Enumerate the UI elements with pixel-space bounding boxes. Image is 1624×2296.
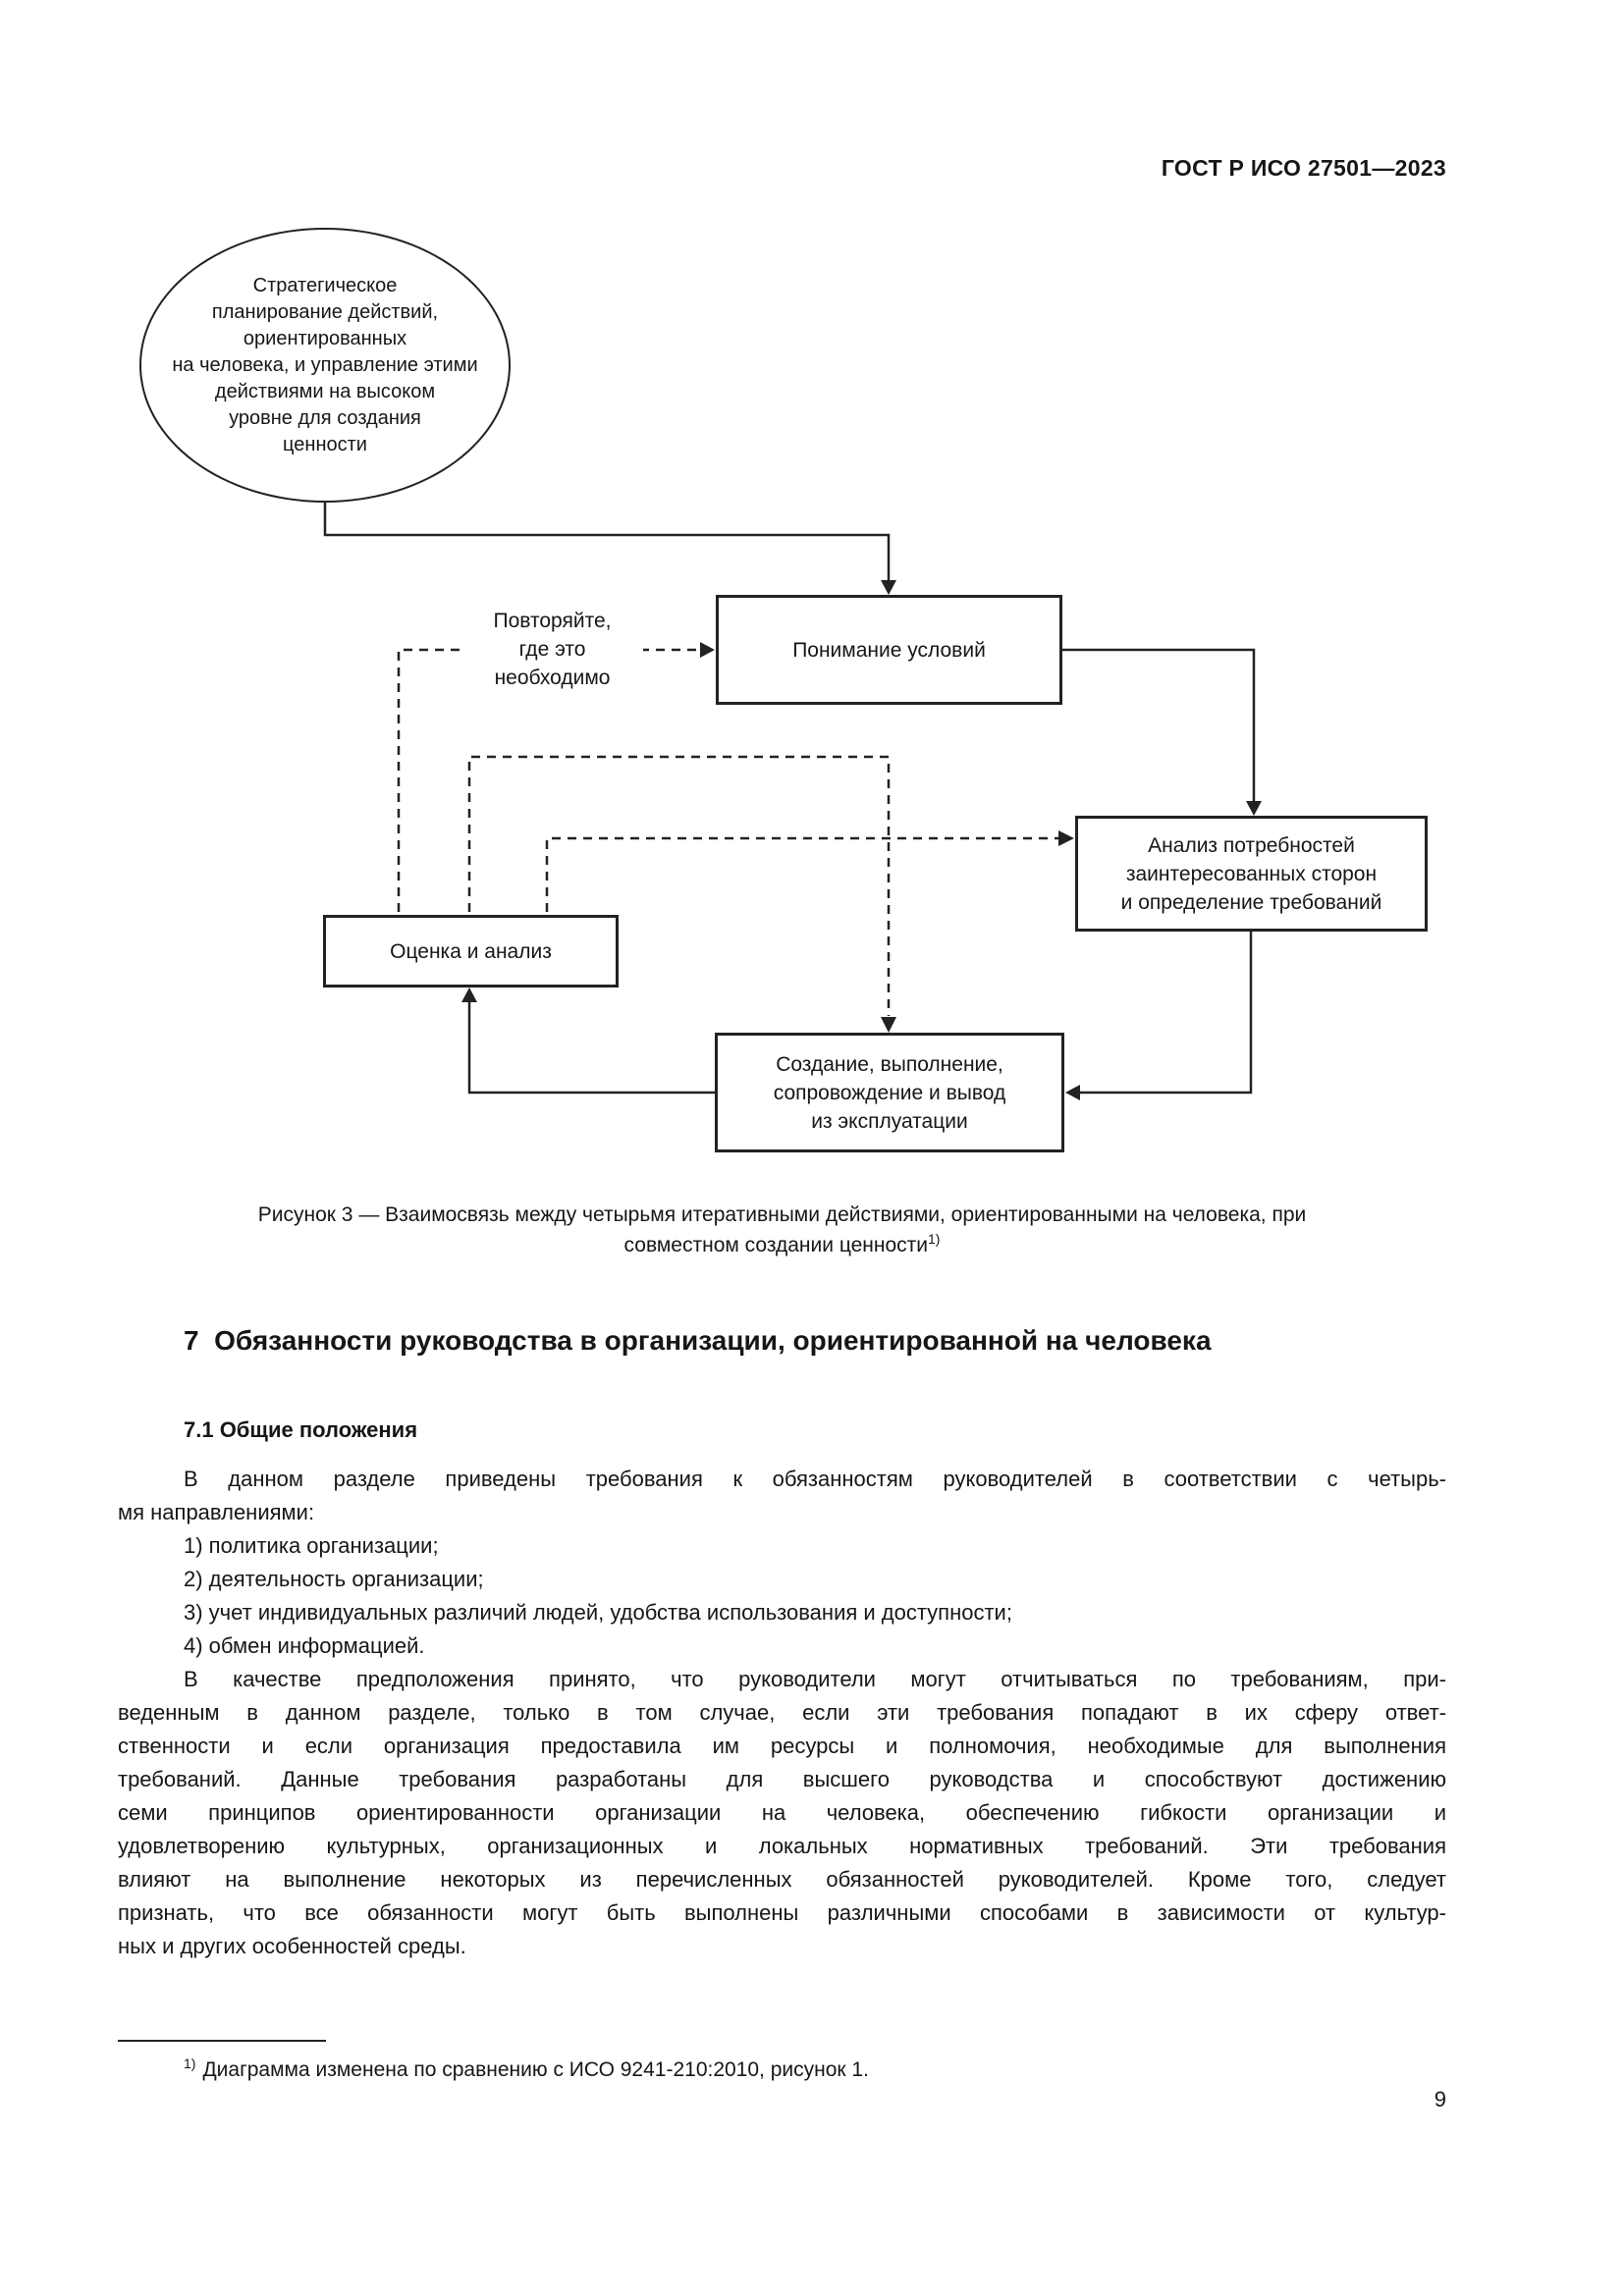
flow-lines-solid [323,503,1256,1095]
iterate-lines-dashed [397,648,1058,1016]
para2-line: ных и других особенностей среды. [118,1934,466,1958]
para2-line: удовлетворению культурных, организационн… [118,1834,1446,1858]
diagram-connectors [323,503,1262,1100]
subsection-heading: 7.1 Общие положения [184,1417,418,1442]
footnote-marker: 1) [184,2056,196,2071]
para2-line: ственности и если организация предостави… [118,1734,1446,1758]
para2-line: семи принципов ориентированности организ… [118,1800,1446,1825]
list-item: 3) учет индивидуальных различий людей, у… [184,1600,1012,1625]
para1-line: мя направлениями: [118,1500,315,1524]
figure-caption-line2-text: совместном создании ценности [623,1234,929,1256]
footnote-text: Диаграмма изменена по сравнению с ИСО 92… [202,2058,869,2081]
para2-line: признать, что все обязанности могут быть… [118,1900,1446,1925]
para2-line: требований. Данные требования разработан… [118,1767,1446,1791]
doc-number-header: ГОСТ Р ИСО 27501—2023 [1161,155,1446,181]
figure-caption-line2: совместном создании ценности1) [118,1230,1446,1260]
iterate-where-needed-label: Повторяйте, где это необходимо [461,607,643,692]
list-item: 1) политика организации; [184,1533,439,1558]
iterate-arrowheads [700,642,1074,1033]
box-evaluation-analysis: Оценка и анализ [323,915,619,988]
page-number: 9 [1434,2087,1446,2111]
section-heading: 7 Обязанности руководства в организации,… [184,1325,1212,1356]
flow-arrowheads-solid [461,580,1262,1100]
figure-caption: Рисунок 3 — Взаимосвязь между четырьмя и… [118,1200,1446,1260]
para2-line: В качестве предположения принято, что ру… [184,1667,1446,1691]
list-item: 2) деятельность организации; [184,1567,484,1591]
box-understanding-conditions: Понимание условий [716,595,1062,705]
para2-line: веденным в данном разделе, только в том … [118,1700,1446,1725]
box-creation-maintenance: Создание, выполнение, сопровождение и вы… [715,1033,1064,1152]
footnote: 1) Диаграмма изменена по сравнению с ИСО … [118,2056,1446,2085]
body-text: В данном разделе приведены требования к … [118,1463,1446,1963]
box-stakeholder-needs-analysis: Анализ потребностей заинтересованных сто… [1075,816,1428,932]
strategic-planning-ellipse: Стратегическое планирование действий, ор… [139,228,511,503]
para1-line: В данном разделе приведены требования к … [184,1467,1446,1491]
list-item: 4) обмен информацией. [184,1633,425,1658]
footnote-rule [118,2040,326,2042]
figure-caption-line1: Рисунок 3 — Взаимосвязь между четырьмя и… [257,1203,1307,1226]
caption-footnote-marker: 1) [928,1231,941,1247]
para2-line: влияют на выполнение некоторых из перечи… [118,1867,1446,1892]
